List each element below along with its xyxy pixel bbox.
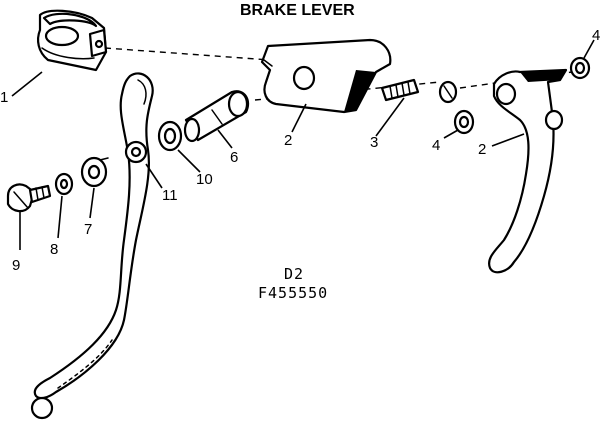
callout-labels: 1 2 3 4 2 4 6 10 11 7 8 9 <box>0 27 600 274</box>
washer-4-center-part <box>453 109 475 135</box>
callout-2-bracket: 2 <box>284 132 292 149</box>
washer-8-part <box>54 172 74 196</box>
spacer-7-part <box>80 156 109 188</box>
nut-4-right-part <box>569 56 591 80</box>
callout-4-washer: 4 <box>432 137 440 154</box>
leader-lines <box>11 39 595 250</box>
callout-7: 7 <box>84 221 92 238</box>
pivot-bolt-part <box>183 90 250 143</box>
callout-11: 11 <box>162 187 178 204</box>
callout-3: 3 <box>370 134 378 151</box>
callout-10: 10 <box>196 171 213 188</box>
callout-6: 6 <box>230 149 238 166</box>
diagram-title: BRAKE LEVER <box>240 2 355 19</box>
callout-9: 9 <box>12 257 20 274</box>
callout-4-nut: 4 <box>592 27 600 44</box>
screw-9-part <box>6 183 52 213</box>
left-lever-arm-part <box>30 72 154 420</box>
adjuster-screw-part <box>380 78 458 104</box>
callout-1: 1 <box>0 89 8 106</box>
callout-8: 8 <box>50 241 58 258</box>
callout-2-lever: 2 <box>478 141 486 158</box>
washer-10-part <box>157 120 183 152</box>
lever-bracket-part <box>260 38 392 114</box>
part-number: F455550 <box>258 284 328 302</box>
assembled-lever-part <box>488 68 568 274</box>
section-code: D2 <box>284 265 304 283</box>
clamp-band-part <box>37 9 108 72</box>
